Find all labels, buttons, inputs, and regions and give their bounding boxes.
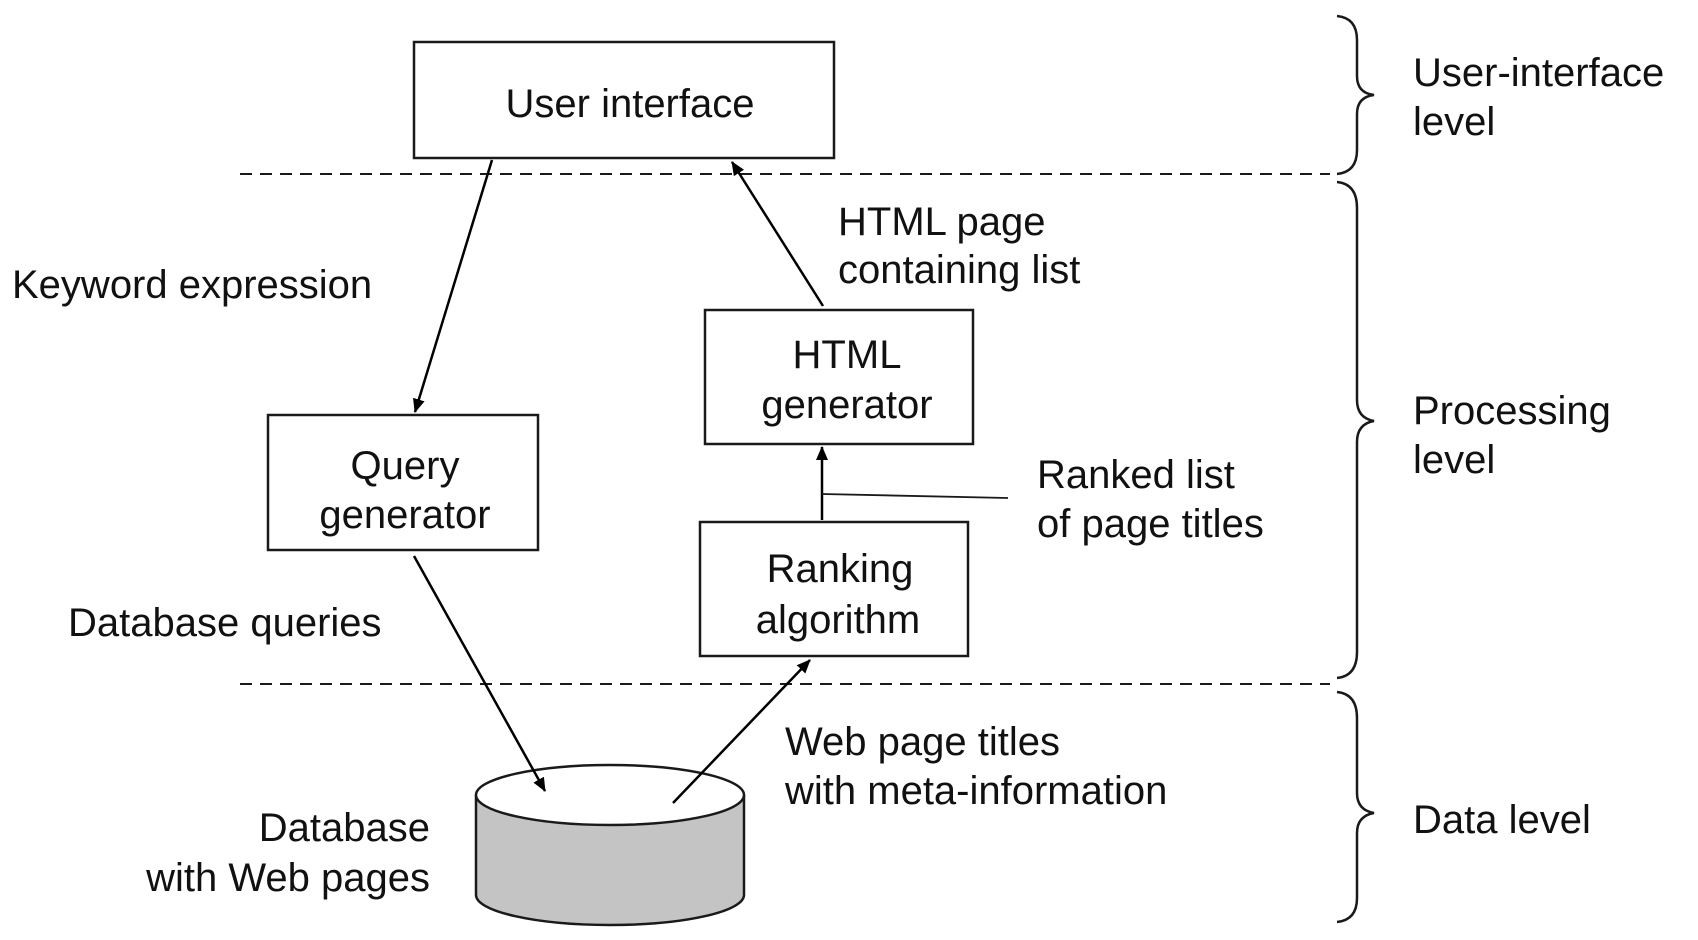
- database-label-line2: with Web pages: [145, 856, 430, 900]
- keyword-expression-label: Keyword expression: [12, 263, 372, 307]
- query-generator-label-line1: Query: [351, 444, 460, 488]
- ranking-algorithm-label-line1: Ranking: [767, 547, 914, 591]
- ranked-list-label-line1: Ranked list: [1037, 453, 1235, 497]
- html-generator-box: HTML generator: [703, 308, 975, 446]
- arrow-html-page: [730, 161, 825, 307]
- database-queries-label: Database queries: [68, 601, 382, 645]
- user-interface-level-label-line2: level: [1413, 100, 1495, 144]
- html-page-label-line1: HTML page: [838, 200, 1046, 244]
- database-label-line1: Database: [259, 806, 430, 850]
- web-page-titles-label-line1: Web page titles: [785, 720, 1060, 764]
- data-level-label: Data level: [1413, 798, 1591, 842]
- brace-user-interface-level: [1336, 14, 1375, 176]
- user-interface-label: User interface: [506, 82, 755, 126]
- arrow-web-page-titles: [672, 659, 811, 804]
- database-cylinder-body: [474, 795, 746, 927]
- brace-processing-level: [1336, 180, 1375, 680]
- html-generator-label-line1: HTML: [793, 333, 902, 377]
- database-cylinder: [474, 763, 746, 927]
- user-interface-level-label-line1: User-interface: [1413, 51, 1664, 95]
- processing-level-label-line2: level: [1413, 438, 1495, 482]
- query-generator-box: Query generator: [266, 413, 540, 552]
- ranking-algorithm-box: Ranking algorithm: [698, 520, 970, 658]
- database-cylinder-top: [474, 763, 746, 827]
- ranked-list-leader-line: [821, 493, 1009, 499]
- web-page-titles-label-line2: with meta-information: [784, 769, 1167, 813]
- arrow-database-queries: [412, 555, 547, 792]
- brace-data-level: [1336, 690, 1375, 924]
- arrow-keyword-expression: [413, 159, 494, 413]
- ranked-list-label-line2: of page titles: [1037, 502, 1264, 546]
- html-page-label-line2: containing list: [838, 248, 1080, 292]
- html-generator-label-line2: generator: [761, 383, 932, 427]
- processing-level-label-line1: Processing: [1413, 389, 1611, 433]
- user-interface-box: User interface: [412, 40, 836, 160]
- ranking-algorithm-label-line2: algorithm: [756, 598, 921, 642]
- query-generator-label-line2: generator: [319, 493, 490, 537]
